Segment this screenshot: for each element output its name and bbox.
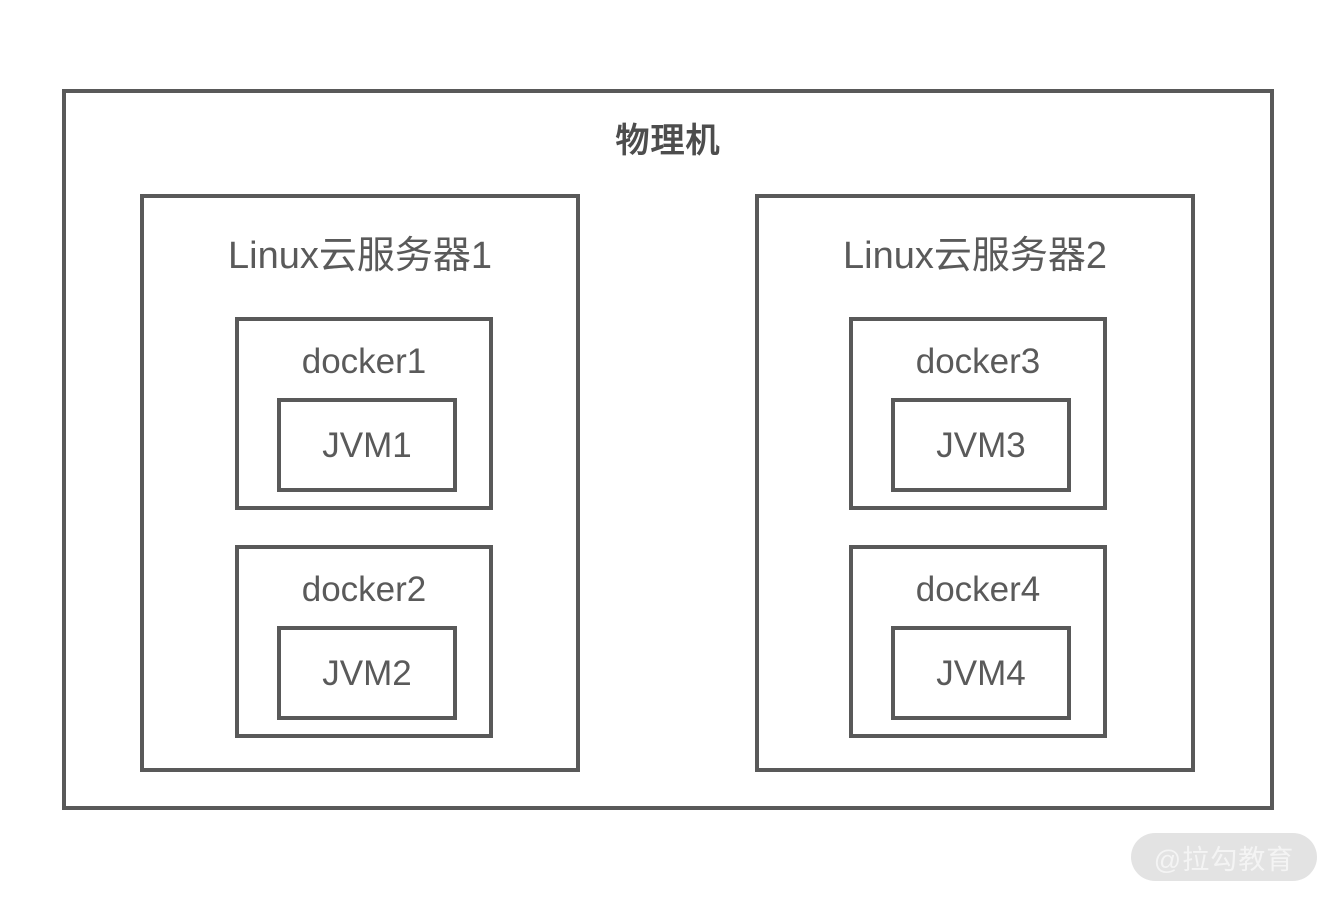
watermark-badge: @拉勾教育: [1131, 833, 1317, 881]
docker1-box: docker1 JVM1: [235, 317, 493, 510]
docker3-title: docker3: [915, 342, 1041, 381]
physical-machine-title: 物理机: [615, 122, 721, 160]
jvm2-title: JVM2: [322, 653, 412, 693]
docker1-title: docker1: [301, 342, 427, 381]
linux-server-1-title: Linux云服务器1: [228, 235, 492, 277]
jvm4-box: JVM4: [891, 626, 1071, 720]
jvm1-title: JVM1: [322, 425, 412, 465]
docker3-box: docker3 JVM3: [849, 317, 1107, 510]
linux-server-2-box: Linux云服务器2 docker3 JVM3 docker4 JVM4: [755, 194, 1195, 772]
jvm1-box: JVM1: [277, 398, 457, 492]
jvm2-box: JVM2: [277, 626, 457, 720]
docker4-title: docker4: [915, 570, 1041, 609]
jvm4-title: JVM4: [936, 653, 1026, 693]
docker2-title: docker2: [301, 570, 427, 609]
jvm3-box: JVM3: [891, 398, 1071, 492]
linux-server-2-title: Linux云服务器2: [843, 235, 1107, 277]
jvm3-title: JVM3: [936, 425, 1026, 465]
docker4-box: docker4 JVM4: [849, 545, 1107, 738]
docker2-box: docker2 JVM2: [235, 545, 493, 738]
linux-server-1-box: Linux云服务器1 docker1 JVM1 docker2 JVM2: [140, 194, 580, 772]
